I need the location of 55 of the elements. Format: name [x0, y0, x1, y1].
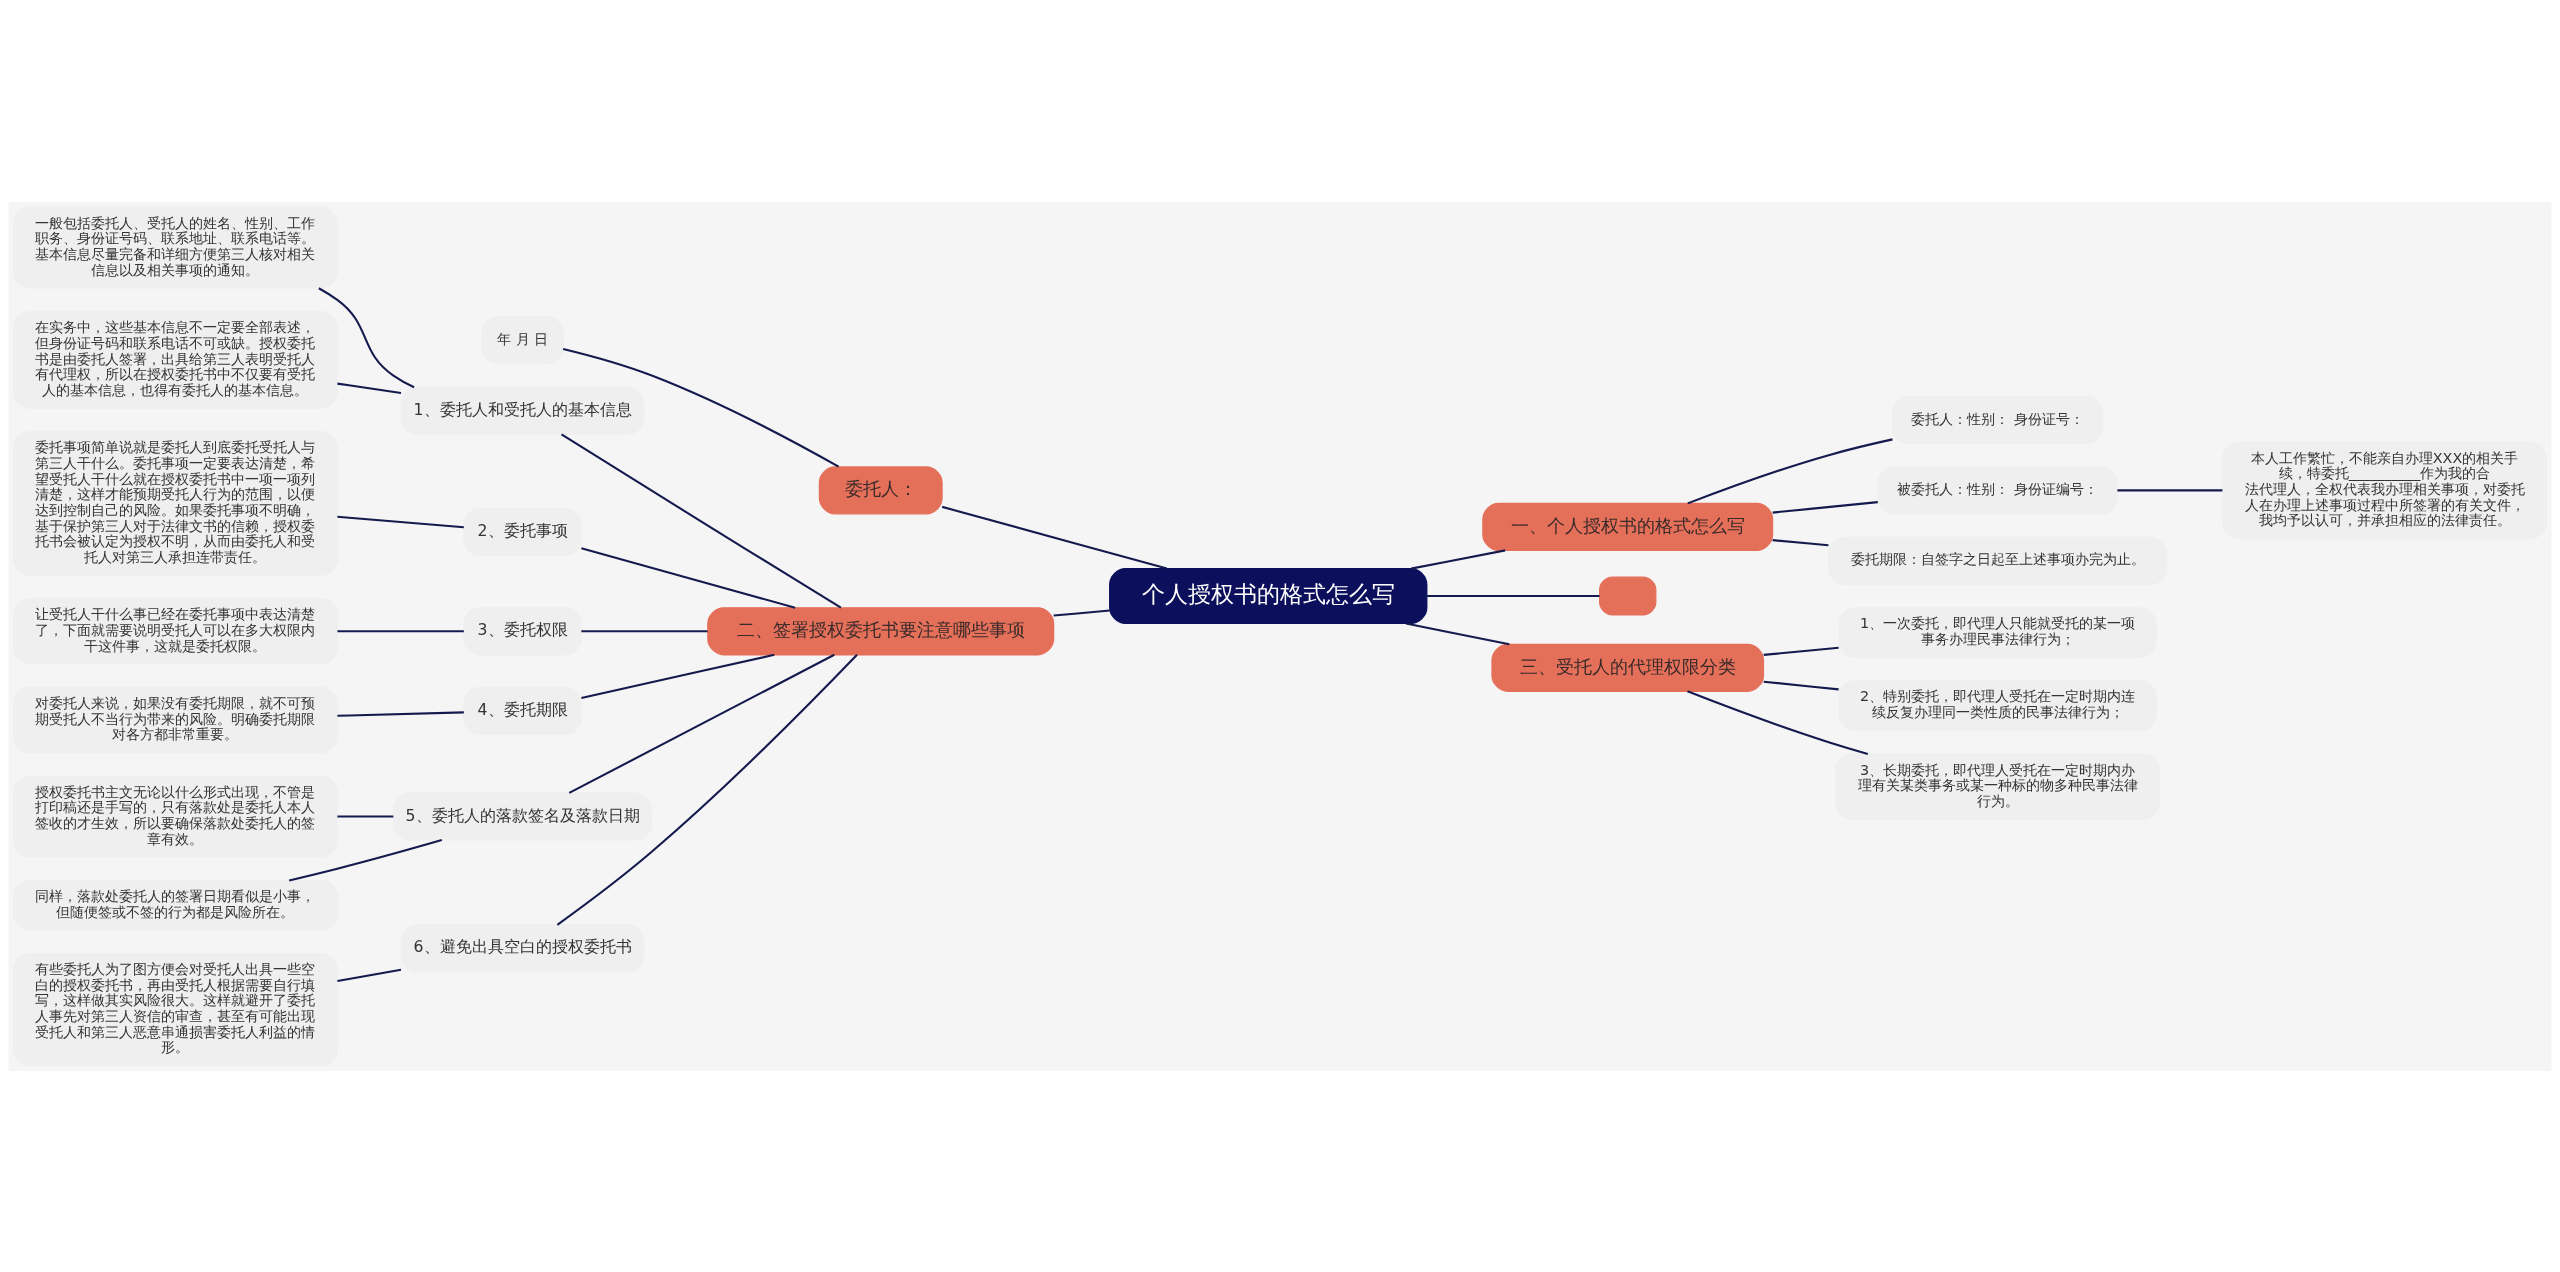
node-box: 授权委托书主文无论以什么形式出现，不管是打印稿还是手写的，只有落款处是委托人本人签收的才生效，所以要确保落款处委托人的签章有效。: [13, 774, 338, 858]
connector: [581, 653, 775, 699]
connector: [1405, 621, 1510, 645]
node-box: 年 月 日: [481, 315, 564, 364]
node-box: 4、委托期限: [463, 686, 582, 735]
connector: [337, 815, 394, 818]
node-box: 5、委托人的落款签名及落款日期: [392, 791, 653, 841]
node-box: 同样，落款处委托人的签署日期看似是小事，但随便签或不签的行为都是风险所在。: [13, 879, 338, 931]
connector: [568, 653, 835, 794]
node-box: 1、委托人和受托人的基本信息: [400, 386, 645, 435]
node-box: 1、一次委托，即代理人只能就受托的某一项事务办理民事法律行为；: [1838, 606, 2157, 658]
node-box: 2、委托事项: [463, 507, 582, 556]
connector: [1053, 608, 1110, 617]
node-box: 对委托人来说，如果没有委托期限，就不可预期受托人不当行为带来的风险。明确委托期限对各方都非常重要。: [13, 686, 338, 753]
connector: [941, 505, 1168, 570]
node-box: 有些委托人为了图方便会对受托人出具一些空白的授权委托书，再由受托人根据需要自行填写，这样做其实风险很大。这样就避开了委托人事先对第三人资信的审查，甚至有可能出现受托人和第三人恶意串通损害委托人利益的情形。: [13, 952, 338, 1066]
connector: [288, 838, 443, 881]
node-box: 2、特别委托，即代理人受托在一定时期内连续反复办理同一类性质的民事法律行为；: [1838, 679, 2157, 731]
connector: [1763, 646, 1839, 656]
connector: [1427, 594, 1600, 597]
connector: [562, 347, 840, 468]
connector: [581, 629, 708, 632]
connector: [337, 382, 402, 394]
node-box: [1599, 576, 1657, 616]
node-box: 被委托人：性别： 身份证编号：: [1877, 465, 2118, 514]
connector: [1763, 680, 1839, 690]
connector: [581, 546, 796, 609]
node-box: 二、签署授权委托书要注意哪些事项: [707, 606, 1055, 655]
node-box: 一、个人授权书的格式怎么写: [1482, 502, 1774, 551]
node-box: 在实务中，这些基本信息不一定要全部表述，但身份证号码和联系电话不可或缺。授权委托书是由委托人签署，出具给第三人表明受托人有代理权，所以在授权委托书中不仅要有受托人的基本信息，也得有委托人的基本信息。: [13, 310, 338, 409]
node-box: 一般包括委托人、受托人的姓名、性别、工作职务、身份证号码、联系地址、联系电话等。基本信息尽量完备和详细方便第三人核对相关信息以及相关事项的通知。: [13, 206, 338, 289]
node-box: 委托人：: [818, 465, 943, 514]
node-box: 委托期限：自签字之日起至上述事项办完为止。: [1828, 536, 2168, 585]
connector: [560, 432, 842, 608]
node-box: 三、受托人的代理权限分类: [1491, 643, 1765, 692]
connector: [318, 286, 415, 388]
node-box: 委托事项简单说就是委托人到底委托受托人与第三人干什么。委托事项一定要表达清楚，希望受托人干什么就在授权委托书中一项一项列清楚，这样才能预期受托人行为的范围，以便达到控制自己的风险。如果委托事项不明确，基于保护第三人对于法律文书的信赖，授权委托书会被认定为授权不明，从而由委托人和受托人对第三人承担连带责任。: [13, 430, 338, 576]
connector: [1772, 500, 1878, 514]
connector: [1410, 548, 1506, 570]
node-box: 3、委托权限: [463, 606, 582, 655]
connector: [337, 629, 464, 632]
connector: [1687, 437, 1893, 504]
connector: [1772, 538, 1829, 546]
connector: [337, 710, 464, 717]
node-box: 6、避免出具空白的授权委托书: [400, 923, 645, 972]
node-box: 委托人：性别： 身份证号：: [1891, 395, 2104, 444]
connector: [1687, 689, 1869, 755]
node-box: 3、长期委托，即代理人受托在一定时期内办理有关某类事务或某一种标的物多种民事法律行为。: [1835, 752, 2161, 820]
node-box: 个人授权书的格式怎么写: [1109, 567, 1428, 624]
node-box: 本人工作繁忙，不能亲自办理XXX的相关手续，特委托__________作为我的合法代理人，全权代表我办理相关事项，对委托人在办理上述事项过程中所签署的有关文件，我均予以认可，并承担相应的法律责任。: [2222, 440, 2547, 539]
node-box: 让受托人干什么事已经在委托事项中表达清楚了，下面就需要说明受托人可以在多大权限内干这件事，这就是委托权限。: [13, 597, 338, 665]
connector: [337, 515, 464, 528]
connector: [337, 968, 402, 982]
connector: [2117, 488, 2223, 491]
connector: [556, 653, 858, 926]
